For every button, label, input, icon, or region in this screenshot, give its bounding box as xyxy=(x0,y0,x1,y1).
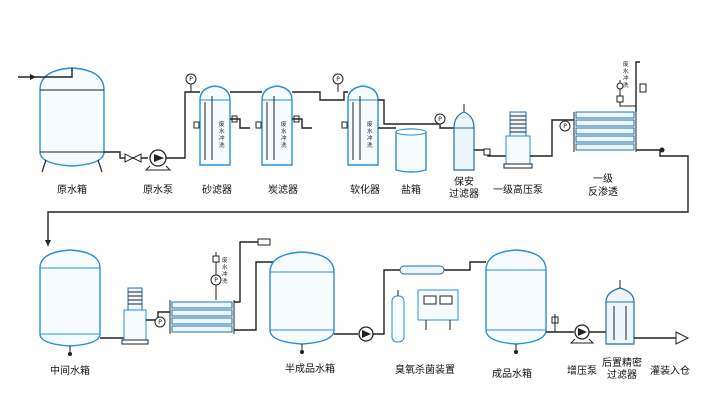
svg-text:洗: 洗 xyxy=(281,141,287,149)
svg-text:P: P xyxy=(438,116,442,123)
svg-text:洗: 洗 xyxy=(367,141,373,149)
booster-pump xyxy=(569,324,595,344)
pressure-gauge-icon: P xyxy=(154,316,166,328)
pump-icon xyxy=(154,154,164,162)
sensor-icon xyxy=(483,148,491,156)
pump-icon xyxy=(362,330,371,338)
post-filter-label-2: 过滤器 xyxy=(607,368,637,381)
raw-water-tank-label: 原水箱 xyxy=(57,183,87,196)
pressure-gauge-icon: P xyxy=(185,73,197,92)
softener-label: 软化器 xyxy=(350,183,380,196)
post-filter-label-1: 后置精密 xyxy=(602,356,642,369)
pressure-gauge-icon: P xyxy=(559,120,571,132)
ro-label-2: 反渗透 xyxy=(588,185,618,198)
svg-text:水: 水 xyxy=(281,127,287,135)
semi-product-tank xyxy=(269,251,335,354)
pipe-security-to-hp xyxy=(474,149,510,157)
raw-water-tank xyxy=(39,67,105,173)
ro-label-1: 一级 xyxy=(593,173,613,185)
pipe-carbon-to-softener xyxy=(292,91,348,101)
filling-label: 灌装入仓 xyxy=(650,364,690,377)
intermediate-tank xyxy=(39,249,101,356)
svg-text:P: P xyxy=(336,76,340,83)
svg-text:冲: 冲 xyxy=(219,134,225,142)
intermediate-tank-label: 中间水箱 xyxy=(50,364,90,377)
second-ro-flush-line: P 废 水 冲 洗 xyxy=(210,238,271,303)
svg-text:P: P xyxy=(189,76,193,83)
pump-icon xyxy=(578,328,587,336)
outlet-pipe xyxy=(634,331,690,345)
softener: 废 水 冲 洗 xyxy=(341,85,396,166)
carbon-filter-label: 炭滤器 xyxy=(268,183,298,196)
svg-text:废: 废 xyxy=(222,256,228,264)
carbon-filter: 废 水 冲 洗 xyxy=(255,85,312,166)
second-reverse-osmosis-unit xyxy=(169,300,235,334)
pressure-gauge-icon: P xyxy=(332,73,344,92)
high-pressure-pump xyxy=(503,111,533,169)
product-water-tank xyxy=(485,249,547,354)
security-filter-label-2: 过滤器 xyxy=(449,187,479,200)
inlet-pipe xyxy=(18,74,40,80)
pressure-gauge-icon: P xyxy=(434,113,446,127)
reverse-osmosis-unit xyxy=(573,111,680,157)
pipe-hp-to-ro xyxy=(530,119,574,157)
svg-text:水: 水 xyxy=(623,67,629,75)
product-water-tank-label: 成品水箱 xyxy=(492,367,532,380)
security-filter-label-1: 保安 xyxy=(454,175,474,188)
svg-text:废: 废 xyxy=(623,60,629,68)
post-precision-filter xyxy=(605,280,635,345)
svg-text:P: P xyxy=(158,319,162,326)
svg-text:冲: 冲 xyxy=(623,74,629,82)
pipe-ro-to-intermediate xyxy=(47,155,689,246)
svg-text:冲: 冲 xyxy=(222,270,228,278)
svg-text:洗: 洗 xyxy=(219,141,225,149)
svg-text:水: 水 xyxy=(222,263,228,271)
sand-filter: 废 水 冲 洗 xyxy=(193,85,250,166)
salt-tank xyxy=(395,128,427,173)
raw-water-pump xyxy=(144,149,172,171)
svg-text:废: 废 xyxy=(281,120,287,128)
raw-water-pump-label: 原水泵 xyxy=(143,184,173,196)
outlet-arrow-icon xyxy=(675,331,690,345)
pipe-softener-to-security xyxy=(378,99,454,129)
pipe-pump-to-sand xyxy=(166,91,200,159)
svg-text:洗: 洗 xyxy=(222,277,228,285)
svg-text:水: 水 xyxy=(219,127,225,135)
svg-text:洗: 洗 xyxy=(623,81,629,89)
semi-product-tank-label: 半成品水箱 xyxy=(285,362,335,375)
ozone-sterilizer-label: 臭氧杀菌装置 xyxy=(395,363,455,376)
booster-pump-label: 增压泵 xyxy=(567,364,597,377)
ozone-sterilizer xyxy=(373,261,486,343)
sand-filter-label: 砂滤器 xyxy=(202,183,232,196)
flow-arrow-icon xyxy=(45,240,51,246)
svg-text:P: P xyxy=(214,277,218,284)
ro-flush-line: 废 水 冲 洗 xyxy=(616,60,647,112)
transfer-pump xyxy=(358,326,374,342)
svg-text:水: 水 xyxy=(367,127,373,135)
salt-tank-label: 盐箱 xyxy=(401,183,421,196)
svg-text:P: P xyxy=(563,123,567,130)
second-stage-pump xyxy=(121,287,149,345)
high-pressure-pump-label: 一级高压泵 xyxy=(493,183,543,196)
svg-text:废: 废 xyxy=(367,120,373,128)
svg-text:冲: 冲 xyxy=(281,134,287,142)
svg-text:废: 废 xyxy=(219,120,225,128)
valve-icon xyxy=(659,147,665,153)
pipe-pump-to-ro2 xyxy=(146,311,170,321)
valve-icon xyxy=(124,153,142,163)
flow-arrow-icon xyxy=(30,74,36,80)
svg-text:冲: 冲 xyxy=(367,134,373,142)
security-filter xyxy=(453,104,475,171)
